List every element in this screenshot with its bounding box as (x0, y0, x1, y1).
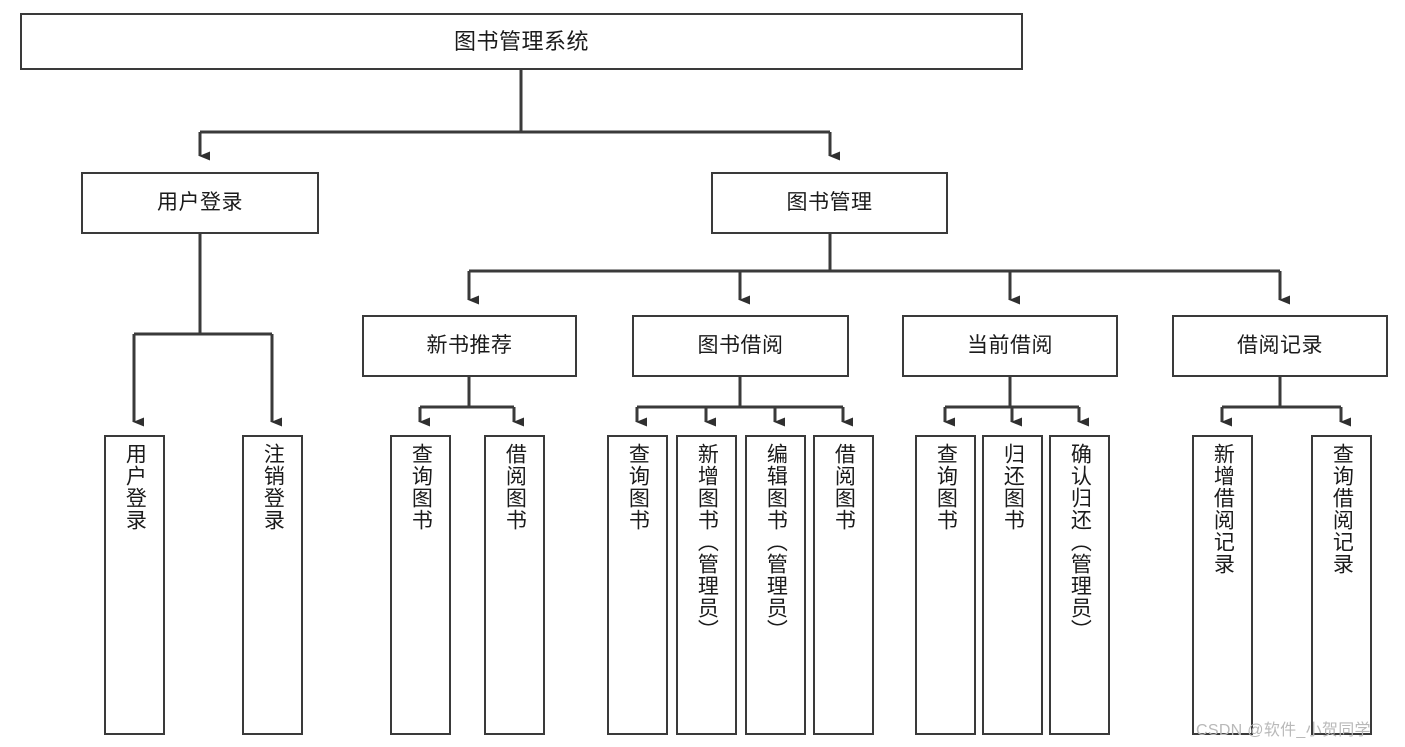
node-leaf-borrow-book-2-label: 借阅图书 (832, 443, 856, 531)
node-leaf-borrow-book-2[interactable]: 借阅图书 (813, 435, 874, 735)
node-user-login-label: 用户登录 (157, 190, 243, 214)
node-leaf-query-book-1[interactable]: 查询图书 (390, 435, 451, 735)
node-book-borrow[interactable]: 图书借阅 (632, 315, 849, 377)
node-leaf-query-book-2[interactable]: 查询图书 (607, 435, 668, 735)
node-leaf-edit-book[interactable]: 编辑图书（管理员） (745, 435, 806, 735)
node-leaf-confirm-return[interactable]: 确认归还（管理员） (1049, 435, 1110, 735)
node-leaf-borrow-book-1[interactable]: 借阅图书 (484, 435, 545, 735)
node-leaf-confirm-return-label: 确认归还（管理员） (1068, 443, 1092, 641)
node-leaf-logout[interactable]: 注销登录 (242, 435, 303, 735)
node-book-manage[interactable]: 图书管理 (711, 172, 948, 234)
node-user-login[interactable]: 用户登录 (81, 172, 319, 234)
node-leaf-add-record-label: 新增借阅记录 (1211, 443, 1235, 575)
node-leaf-query-book-1-label: 查询图书 (409, 443, 433, 531)
node-new-book-rec-label: 新书推荐 (426, 333, 513, 357)
node-current-borrow-label: 当前借阅 (967, 333, 1053, 357)
node-new-book-rec[interactable]: 新书推荐 (362, 315, 577, 377)
node-current-borrow[interactable]: 当前借阅 (902, 315, 1118, 377)
node-leaf-query-book-2-label: 查询图书 (626, 443, 650, 531)
node-borrow-record-label: 借阅记录 (1237, 333, 1323, 357)
node-leaf-query-record[interactable]: 查询借阅记录 (1311, 435, 1372, 735)
node-leaf-query-book-3-label: 查询图书 (934, 443, 958, 531)
node-borrow-record[interactable]: 借阅记录 (1172, 315, 1388, 377)
node-book-manage-label: 图书管理 (786, 190, 873, 214)
node-leaf-add-book[interactable]: 新增图书（管理员） (676, 435, 737, 735)
node-leaf-query-record-label: 查询借阅记录 (1330, 443, 1354, 575)
node-leaf-return-book-label: 归还图书 (1001, 443, 1025, 531)
csdn-watermark: CSDN @软件_小贺同学 (1196, 722, 1371, 739)
node-book-borrow-label: 图书借阅 (697, 333, 784, 357)
node-leaf-edit-book-label: 编辑图书（管理员） (764, 443, 788, 641)
node-leaf-logout-label: 注销登录 (261, 443, 285, 531)
node-leaf-add-book-label: 新增图书（管理员） (695, 443, 719, 641)
node-leaf-query-book-3[interactable]: 查询图书 (915, 435, 976, 735)
node-leaf-borrow-book-1-label: 借阅图书 (503, 443, 527, 531)
node-root-label: 图书管理系统 (453, 28, 589, 54)
node-root[interactable]: 图书管理系统 (20, 13, 1023, 70)
node-leaf-user-login-label: 用户登录 (123, 443, 147, 531)
node-leaf-user-login[interactable]: 用户登录 (104, 435, 165, 735)
node-leaf-return-book[interactable]: 归还图书 (982, 435, 1043, 735)
node-leaf-add-record[interactable]: 新增借阅记录 (1192, 435, 1253, 735)
